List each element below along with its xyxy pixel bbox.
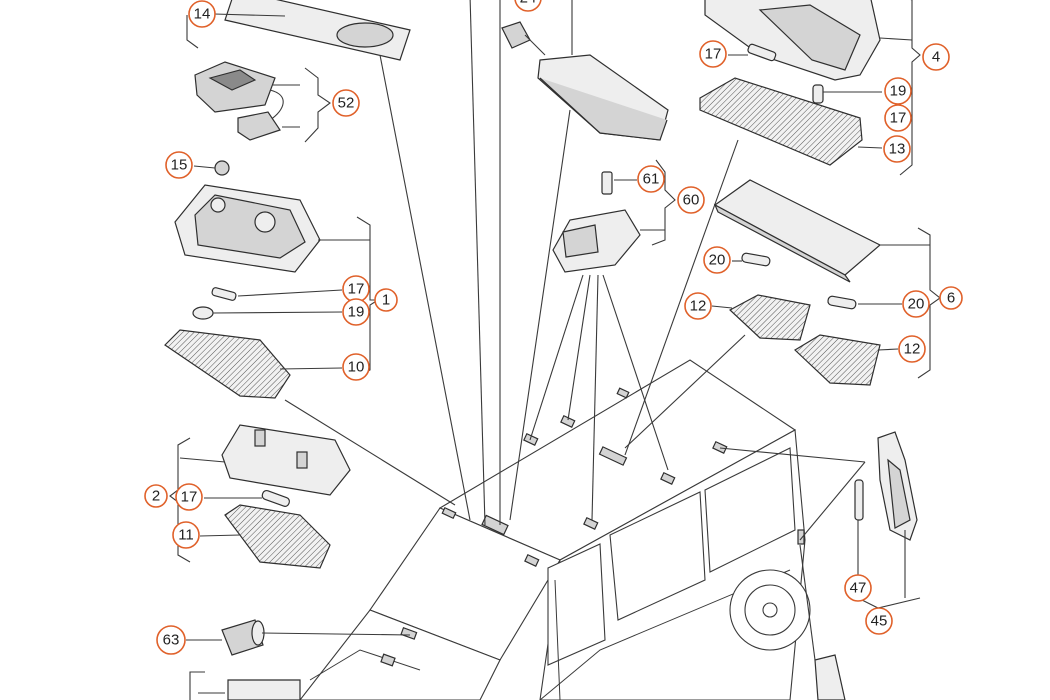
bulb-20a bbox=[741, 252, 771, 267]
part-24-connector bbox=[501, 21, 546, 56]
svg-text:1: 1 bbox=[382, 292, 390, 309]
part-1-housing bbox=[174, 160, 321, 273]
bulb-20b bbox=[827, 295, 857, 310]
svg-text:13: 13 bbox=[889, 141, 906, 158]
part-14-panel bbox=[224, 0, 411, 61]
svg-text:10: 10 bbox=[348, 359, 365, 376]
callout-20-lower: 20 bbox=[902, 290, 930, 318]
callout-61: 61 bbox=[637, 165, 665, 193]
callout-24: 24 bbox=[514, 0, 542, 12]
svg-text:2: 2 bbox=[152, 488, 160, 505]
svg-text:20: 20 bbox=[908, 296, 925, 313]
callout-60: 60 bbox=[677, 186, 705, 214]
callout-19-left: 19 bbox=[342, 298, 370, 326]
callout-14: 14 bbox=[188, 0, 216, 28]
callout-17-top: 17 bbox=[699, 40, 727, 68]
callout-1: 1 bbox=[374, 288, 398, 312]
van-illustration bbox=[299, 359, 811, 700]
callout-20-upper: 20 bbox=[703, 246, 731, 274]
part-2-housing bbox=[221, 424, 351, 507]
part-45-switch bbox=[814, 431, 918, 700]
svg-text:12: 12 bbox=[904, 341, 921, 358]
part-10-lens bbox=[164, 329, 291, 399]
callout-13: 13 bbox=[883, 135, 911, 163]
callout-17-lower-left: 17 bbox=[175, 483, 203, 511]
svg-text:60: 60 bbox=[683, 192, 700, 209]
callout-19-top: 19 bbox=[884, 77, 912, 105]
part-11-lens bbox=[224, 504, 331, 569]
part-module-center bbox=[537, 54, 669, 141]
svg-text:11: 11 bbox=[178, 527, 194, 544]
callout-17-left: 17 bbox=[342, 275, 370, 303]
svg-text:19: 19 bbox=[348, 304, 365, 321]
svg-text:45: 45 bbox=[871, 613, 888, 630]
part-4-housing bbox=[704, 0, 881, 104]
part-12-patch-b bbox=[794, 334, 881, 386]
svg-text:63: 63 bbox=[163, 632, 180, 649]
svg-text:17: 17 bbox=[181, 489, 198, 506]
callout-47: 47 bbox=[844, 574, 872, 602]
svg-text:15: 15 bbox=[171, 157, 188, 174]
callout-11: 11 bbox=[172, 521, 200, 549]
callout-17-right: 17 bbox=[884, 104, 912, 132]
svg-text:12: 12 bbox=[690, 298, 707, 315]
callout-45: 45 bbox=[865, 607, 893, 635]
part-bottom-left-box bbox=[227, 679, 301, 700]
svg-text:17: 17 bbox=[890, 110, 907, 127]
svg-text:52: 52 bbox=[338, 95, 355, 112]
svg-text:4: 4 bbox=[932, 49, 940, 66]
callout-15: 15 bbox=[165, 151, 193, 179]
svg-text:24: 24 bbox=[520, 0, 537, 7]
leader-lines bbox=[169, 0, 941, 700]
callout-4: 4 bbox=[922, 43, 950, 71]
svg-text:17: 17 bbox=[348, 281, 365, 298]
part-63-bulb bbox=[221, 619, 265, 656]
svg-text:6: 6 bbox=[947, 290, 955, 307]
callout-2: 2 bbox=[144, 484, 168, 508]
part-52-module bbox=[194, 61, 284, 141]
callout-52: 52 bbox=[332, 89, 360, 117]
part-12-patch-a bbox=[728, 294, 811, 341]
svg-text:19: 19 bbox=[890, 83, 907, 100]
callout-63: 63 bbox=[156, 625, 186, 655]
bulbs-17-19 bbox=[192, 287, 237, 320]
part-13-lens bbox=[699, 77, 863, 166]
svg-text:47: 47 bbox=[850, 580, 867, 597]
part-6-module bbox=[713, 179, 882, 283]
svg-text:61: 61 bbox=[643, 171, 660, 188]
svg-text:20: 20 bbox=[709, 252, 726, 269]
callout-12-upper: 12 bbox=[684, 292, 712, 320]
callout-6: 6 bbox=[939, 286, 963, 310]
callout-12-lower: 12 bbox=[898, 335, 926, 363]
part-60-holder bbox=[552, 171, 641, 273]
svg-text:14: 14 bbox=[194, 6, 211, 23]
svg-text:17: 17 bbox=[705, 46, 722, 63]
callout-10: 10 bbox=[342, 353, 370, 381]
